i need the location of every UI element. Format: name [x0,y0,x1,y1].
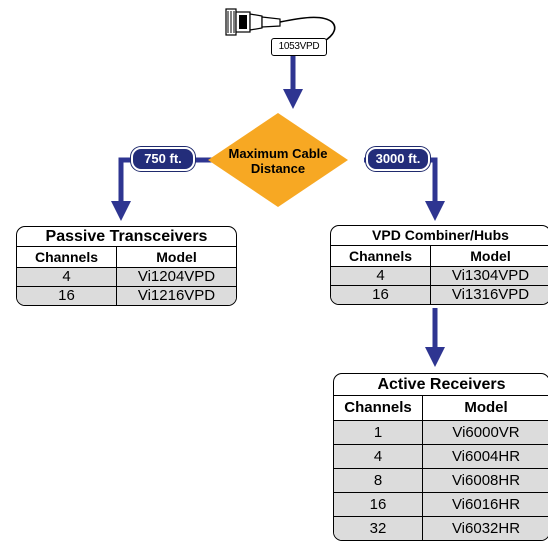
cell-channels: 4 [17,268,117,286]
cell-channels: 4 [331,267,431,285]
cell-channels: 16 [334,493,423,516]
cell-model: Vi6000VR [452,424,520,441]
table-row: 8 Vi6008HR [334,469,548,493]
header-model: Model [156,249,197,265]
decision-line-2: Distance [250,161,306,176]
header-channels: Channels [334,396,423,420]
table-row: 4 Vi6004HR [334,445,548,469]
table-row: 1 Vi6000VR [334,421,548,445]
distance-badge-750: 750 ft. [131,147,195,171]
decision-line-1: Maximum Cable [228,146,328,161]
cell-channels: 4 [334,445,423,468]
cell-channels: 32 [334,517,423,540]
cell-channels: 8 [334,469,423,492]
table-row: 16 Vi6016HR [334,493,548,517]
active-receivers-table: Active Receivers Channels Model 1 Vi6000… [333,373,548,541]
header-channels: Channels [331,246,431,266]
table-header: Channels Model [331,246,548,267]
cell-model: Vi1204VPD [137,268,216,285]
cell-channels: 16 [17,287,117,305]
source-model-tag: 1053VPD [271,38,327,56]
cell-model: Vi6016HR [451,496,521,513]
cell-model: Vi1304VPD [451,267,530,284]
table-row: 4 Vi1204VPD [17,268,236,287]
cell-channels: 16 [331,286,431,304]
cell-model: Vi6032HR [451,520,521,537]
decision-diamond [208,113,348,207]
cell-channels: 1 [334,421,423,444]
decision-label: Maximum Cable Distance [220,146,336,176]
table-row: 16 Vi1316VPD [331,286,548,304]
table-row: 16 Vi1216VPD [17,287,236,305]
table-title: VPD Combiner/Hubs [331,226,548,246]
cell-model: Vi1316VPD [451,286,530,303]
header-model: Model [464,399,508,416]
distance-badge-3000: 3000 ft. [366,147,430,171]
table-row: 32 Vi6032HR [334,517,548,540]
table-title: Passive Transceivers [17,227,236,247]
header-channels: Channels [17,247,117,267]
cell-model: Vi6008HR [451,472,521,489]
table-row: 4 Vi1304VPD [331,267,548,286]
table-header: Channels Model [334,396,548,421]
vpd-combiner-hubs-table: VPD Combiner/Hubs Channels Model 4 Vi130… [330,225,548,305]
header-model: Model [470,248,511,264]
table-title: Active Receivers [334,374,548,396]
cell-model: Vi6004HR [451,448,521,465]
bnc-connector-icon [225,8,336,43]
passive-transceivers-table: Passive Transceivers Channels Model 4 Vi… [16,226,237,306]
table-header: Channels Model [17,247,236,268]
cell-model: Vi1216VPD [137,287,216,304]
